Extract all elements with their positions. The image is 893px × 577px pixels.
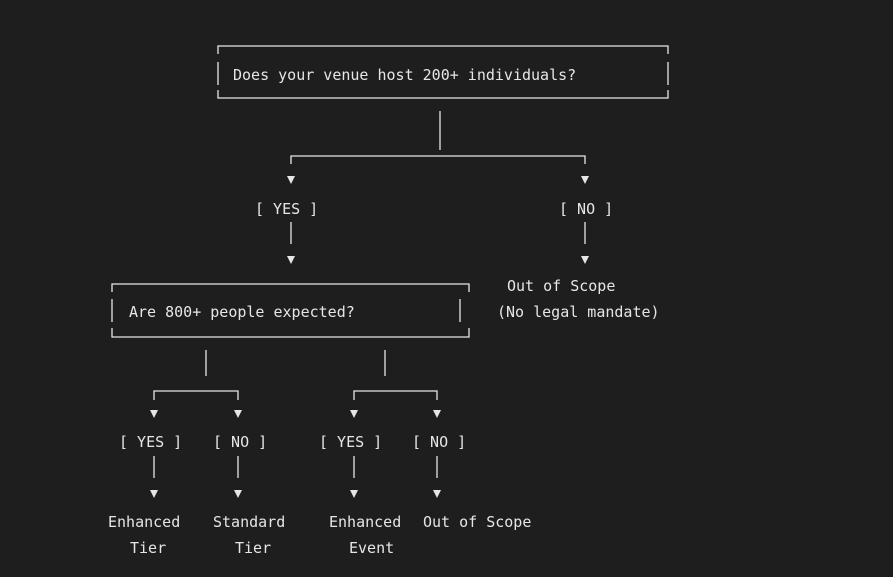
second-question-text: Are 800+ people expected? <box>129 303 355 321</box>
second-box-border <box>111 283 470 338</box>
root-question-node: Does your venue host 200+ individuals? <box>217 45 669 99</box>
left-no-label: [ NO ] <box>213 433 267 451</box>
arrow-down-icon <box>287 256 295 264</box>
outcome-standard-tier-line2: Tier <box>235 539 271 557</box>
root-no-label: [ NO ] <box>559 200 613 218</box>
right-yes-label: [ YES ] <box>319 433 382 451</box>
leaf-connectors <box>150 456 441 498</box>
arrow-down-icon <box>581 176 589 184</box>
arrow-down-icon <box>433 490 441 498</box>
arrow-down-icon <box>581 256 589 264</box>
outcome-enhanced-event-line2: Event <box>349 539 394 557</box>
arrow-down-icon <box>433 410 441 418</box>
arrow-down-icon <box>350 490 358 498</box>
root-question-text: Does your venue host 200+ individuals? <box>233 66 576 84</box>
arrow-down-icon <box>234 490 242 498</box>
second-question-node: Are 800+ people expected? <box>111 283 470 338</box>
outcome-standard-tier-line1: Standard <box>213 513 285 531</box>
root-yes-label: [ YES ] <box>255 200 318 218</box>
root-no-outcome-line1: Out of Scope <box>507 277 615 295</box>
root-no-outcome-line2: (No legal mandate) <box>497 303 660 321</box>
outcome-enhanced-event-line1: Enhanced <box>329 513 401 531</box>
outcome-enhanced-tier-line2: Tier <box>130 539 166 557</box>
arrow-down-icon <box>350 410 358 418</box>
root-connectors <box>287 111 589 184</box>
arrow-down-icon <box>150 490 158 498</box>
right-no-label: [ NO ] <box>412 433 466 451</box>
outcome-out-of-scope: Out of Scope <box>423 513 531 531</box>
outcome-enhanced-tier-line1: Enhanced <box>108 513 180 531</box>
second-connectors <box>150 350 441 418</box>
arrow-down-icon <box>234 410 242 418</box>
left-yes-label: [ YES ] <box>119 433 182 451</box>
root-box-border <box>217 45 669 99</box>
arrow-down-icon <box>287 176 295 184</box>
arrow-down-icon <box>150 410 158 418</box>
